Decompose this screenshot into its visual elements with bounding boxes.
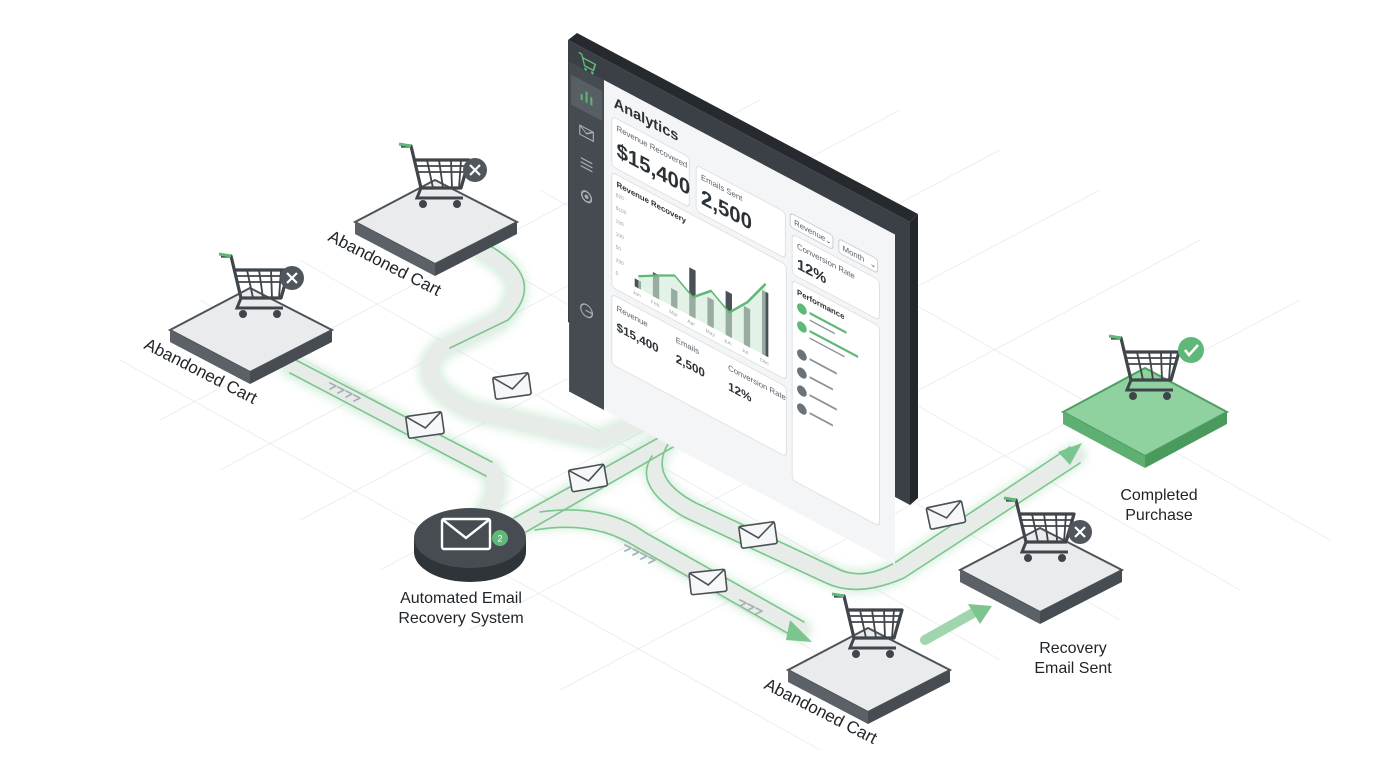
chart-area-fill <box>638 275 766 356</box>
x-tick-label: Apr <box>687 318 695 328</box>
bar-chart-icon[interactable] <box>580 89 593 106</box>
performance-list <box>797 303 859 427</box>
y-tick-label: $100 <box>616 205 627 216</box>
card-emails-sent <box>695 165 786 258</box>
card-conversion-rate <box>791 234 880 320</box>
revenue-chart: $20 $100 150 100 50 250 0JanFebMarAprMayJunJul… <box>616 192 769 367</box>
gear-icon[interactable] <box>580 189 593 204</box>
arrow-to-completed <box>1058 443 1082 465</box>
x-tick-label: Jul <box>742 347 748 356</box>
envelope-icon <box>405 411 445 439</box>
envelope-icon <box>925 499 967 530</box>
arrow-to-recovery-sent <box>920 607 980 645</box>
logout-icon[interactable] <box>580 302 593 320</box>
card-revenue-recovered <box>611 117 690 207</box>
y-tick-label: 150 <box>616 218 624 228</box>
tile-recovery-email-sent <box>957 496 1125 624</box>
x-tick-label: May <box>706 328 716 339</box>
y-tick-label: 250 <box>616 257 624 267</box>
card-bottom-stats <box>611 295 787 456</box>
y-tick-label: 50 <box>616 244 621 253</box>
list-icon[interactable] <box>580 156 593 173</box>
x-tick-label: Mar <box>669 309 678 319</box>
y-tick-label: 0 <box>616 270 619 277</box>
chart-line <box>637 274 767 314</box>
arrow-to-bottom-cart <box>786 620 812 642</box>
x-tick-label: Dec <box>760 357 769 367</box>
envelope-icon <box>738 521 778 549</box>
notification-badge <box>492 530 508 546</box>
sidebar-cart-icon[interactable] <box>578 51 597 76</box>
x-tick-label: Feb <box>651 299 659 309</box>
close-icon <box>1068 520 1092 544</box>
x-tick-label: Jun <box>724 338 732 348</box>
tile-completed-purchase <box>1060 334 1230 468</box>
flow-arrows <box>786 443 1082 645</box>
envelope-icon <box>440 517 492 551</box>
revenue-dropdown[interactable] <box>789 213 834 250</box>
check-icon <box>1178 337 1204 363</box>
chevron-down-icon: ⌄ <box>870 257 876 270</box>
email-recovery-hub: 2 <box>414 508 526 582</box>
notification-badge-count: 2 <box>497 534 502 544</box>
envelope-icon <box>492 372 532 400</box>
check-icon <box>797 321 807 333</box>
x-tick-label: Jan <box>633 290 641 300</box>
analytics-dashboard: Analytics Revenue Recovered $15,400 Emai… <box>568 33 918 565</box>
chevron-down-icon: ⌄ <box>825 234 831 247</box>
envelopes <box>405 372 967 596</box>
tile-abandoned-cart-top <box>352 142 520 276</box>
card-performance <box>791 280 880 526</box>
check-icon <box>797 303 807 315</box>
envelope-icon <box>567 463 609 493</box>
close-icon <box>280 266 304 290</box>
tile-abandoned-cart-bottom <box>785 592 953 724</box>
y-tick-label: 100 <box>616 231 624 241</box>
y-tick-label: $20 <box>616 192 624 202</box>
tile-abandoned-cart-left <box>167 252 335 384</box>
dashboard-sidebar <box>569 61 604 410</box>
close-icon <box>463 158 487 182</box>
envelope-icon[interactable] <box>579 124 594 143</box>
month-dropdown[interactable] <box>838 239 879 274</box>
envelope-icon <box>688 568 728 596</box>
